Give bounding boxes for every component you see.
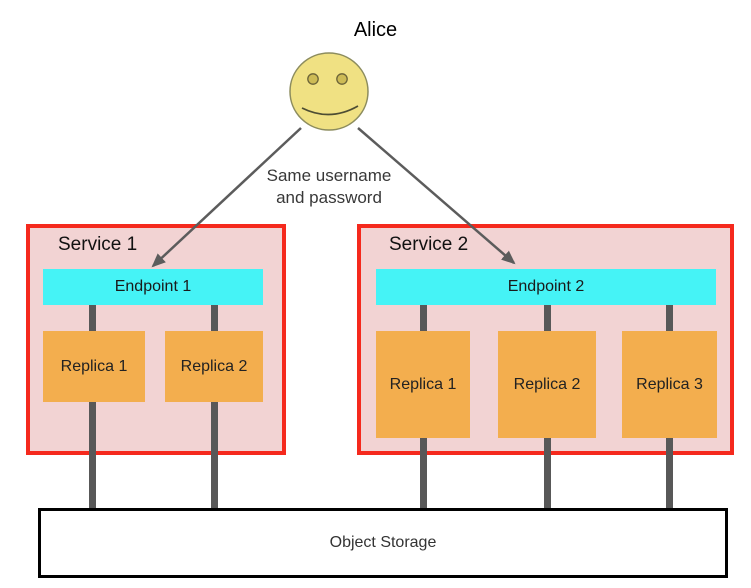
- annotation-line-1: Same username: [266, 166, 392, 185]
- smiley-right-eye: [336, 73, 348, 85]
- service-1-endpoint-label: Endpoint 1: [114, 278, 192, 295]
- connector-s1-endpoint-replica1: [89, 303, 96, 333]
- service-1-replica-2-label: Replica 2: [180, 357, 248, 375]
- service-2-replica-3-label: Replica 3: [636, 375, 703, 393]
- smiley-head: [289, 52, 369, 131]
- service-2-replica-1: Replica 1: [376, 331, 470, 438]
- actor-label: Alice: [353, 19, 398, 41]
- connector-s2-endpoint-replica3: [666, 303, 673, 333]
- connector-s2-endpoint-replica1: [420, 303, 427, 333]
- annotation-line-2: and password: [276, 187, 382, 207]
- service-2-endpoint: Endpoint 2: [376, 269, 716, 305]
- object-storage-box: Object Storage: [38, 508, 728, 578]
- service-2-label: Service 2: [389, 234, 469, 255]
- service-2-replica-3: Replica 3: [622, 331, 717, 438]
- service-1-replica-1-label: Replica 1: [60, 357, 128, 375]
- service-2-replica-2: Replica 2: [498, 331, 596, 438]
- service-2-replica-2-label: Replica 2: [513, 375, 581, 393]
- smiley-face-icon: [289, 52, 369, 131]
- connector-s2-replica3-storage: [666, 436, 673, 510]
- service-1-endpoint: Endpoint 1: [43, 269, 263, 305]
- smiley-mouth: [301, 105, 359, 116]
- annotation-same-credentials: Same username and password: [229, 165, 429, 208]
- connector-s1-replica2-storage: [211, 400, 218, 510]
- service-2-endpoint-label: Endpoint 2: [507, 278, 585, 295]
- service-1-replica-1: Replica 1: [43, 331, 145, 402]
- service-1-label: Service 1: [58, 234, 138, 255]
- connector-s2-endpoint-replica2: [544, 303, 551, 333]
- connector-s1-endpoint-replica2: [211, 303, 218, 333]
- object-storage-label: Object Storage: [329, 534, 437, 551]
- smiley-left-eye: [307, 73, 319, 85]
- connector-s2-replica2-storage: [544, 436, 551, 510]
- connector-s1-replica1-storage: [89, 400, 96, 510]
- service-1-replica-2: Replica 2: [165, 331, 263, 402]
- service-2-replica-1-label: Replica 1: [389, 375, 457, 393]
- connector-s2-replica1-storage: [420, 436, 427, 510]
